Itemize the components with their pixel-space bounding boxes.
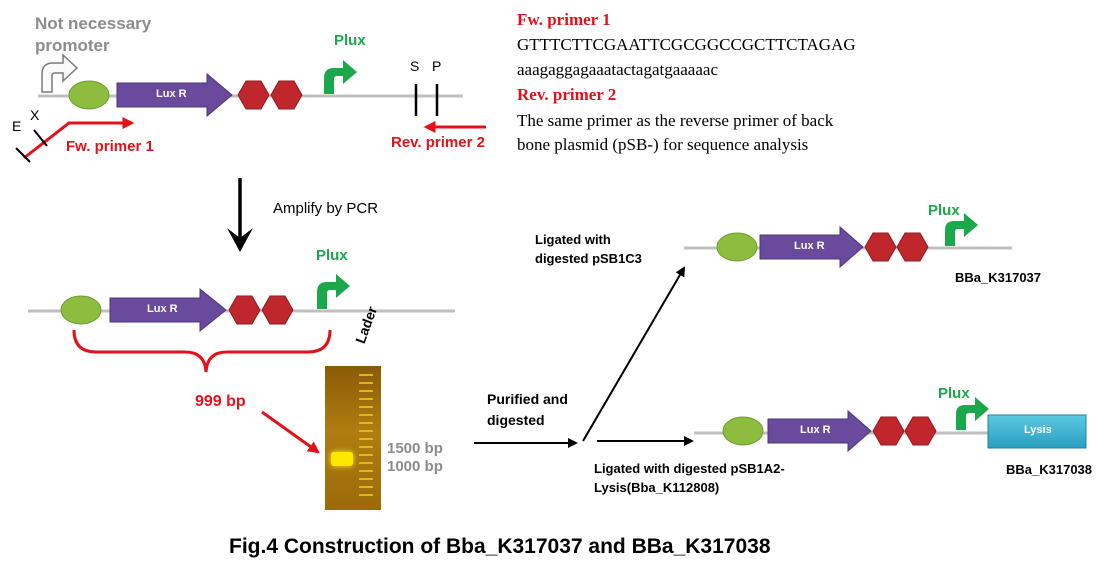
size-brace: [72, 329, 332, 373]
band-1000-label: 1000 bp: [387, 458, 443, 475]
cloning-arrows: [474, 266, 694, 448]
plux-label: Plux: [316, 247, 348, 264]
plux-promoter-icon: [324, 60, 357, 94]
ladder-lane: [359, 374, 373, 502]
terminator-hexagon: [864, 232, 897, 262]
figure-caption: Fig.4 Construction of Bba_K317037 and BB…: [229, 535, 771, 558]
terminator-hexagon: [904, 416, 937, 446]
lysis-label: Lysis: [1024, 424, 1052, 436]
amplify-label: Amplify by PCR: [273, 200, 379, 217]
construct-name-k317037: BBa_K317037: [955, 270, 1042, 285]
construct-k317038: [694, 397, 1087, 453]
plux-label: Plux: [334, 32, 366, 49]
site-p-label: P: [432, 58, 442, 74]
purified-label: Purified and digested: [487, 391, 568, 428]
fw-primer-title: Fw. primer 1: [517, 10, 611, 29]
plux-label: Plux: [938, 385, 970, 402]
fw-primer-seq-1: GTTTCTTCGAATTCGCGGCCGCTTCTAGAG: [517, 35, 856, 54]
rbs-oval: [68, 80, 110, 110]
ligated-bottom-label: Ligated with digested pSB1A2- Lysis(Bba_…: [594, 461, 785, 495]
plux-promoter-icon: [317, 274, 350, 309]
site-s-label: S: [410, 58, 420, 74]
plux-label: Plux: [928, 202, 960, 219]
gel-image: [325, 366, 381, 510]
fw-primer-seq-2: aaagaggagaaatactagatgaaaaac: [517, 60, 718, 79]
luxr-label: Lux R: [147, 303, 178, 315]
rev-primer-title: Rev. primer 2: [517, 85, 617, 104]
site-e-label: E: [12, 118, 22, 134]
amplify-arrow: [227, 178, 253, 252]
lysis-gene-box: [987, 414, 1087, 449]
luxr-label: Lux R: [156, 88, 187, 100]
luxr-label: Lux R: [800, 424, 831, 436]
luxr-gene-arrow: [109, 287, 227, 333]
plux-promoter-icon: [945, 213, 978, 246]
construct-name-k317038: BBa_K317038: [1006, 462, 1093, 477]
pcr-product: [28, 274, 455, 454]
rev-primer-label: Rev. primer 2: [391, 134, 485, 151]
terminator-hexagon: [261, 295, 294, 325]
luxr-label: Lux R: [794, 240, 825, 252]
terminator-hexagon: [237, 80, 270, 110]
terminator-hexagon: [872, 416, 905, 446]
size-label: 999 bp: [195, 393, 246, 410]
luxr-gene-arrow: [759, 225, 864, 269]
terminator-hexagon: [270, 80, 303, 110]
promoter-note: Not necessary promoter: [35, 14, 152, 55]
to-k317037-arrow: [582, 266, 686, 442]
site-e-mark: [15, 147, 31, 163]
rev-primer-text-1: The same primer as the reverse primer of…: [517, 111, 834, 130]
fw-primer-arrow: [23, 117, 135, 160]
construct-k317037: [684, 213, 1012, 269]
luxr-gene-arrow: [767, 409, 872, 453]
rbs-oval: [60, 295, 102, 325]
rev-primer-text-2: bone plasmid (pSB-) for sequence analysi…: [517, 135, 809, 154]
gel-band-product: [331, 452, 353, 466]
rbs-oval: [722, 416, 764, 446]
band-1500-label: 1500 bp: [387, 440, 443, 457]
size-to-gel-arrow: [261, 410, 320, 454]
rbs-oval: [716, 232, 758, 262]
ligated-top-label: Ligated with digested pSB1C3: [535, 232, 642, 266]
site-x-label: X: [30, 107, 40, 123]
top-construct: [15, 53, 486, 163]
terminator-hexagon: [228, 295, 261, 325]
promoter-arrow-icon: [41, 53, 79, 93]
plux-promoter-icon: [956, 397, 989, 430]
terminator-hexagon: [896, 232, 929, 262]
fw-primer-label: Fw. primer 1: [66, 138, 154, 155]
luxr-gene-arrow: [116, 72, 233, 118]
site-x-mark: [33, 129, 48, 147]
